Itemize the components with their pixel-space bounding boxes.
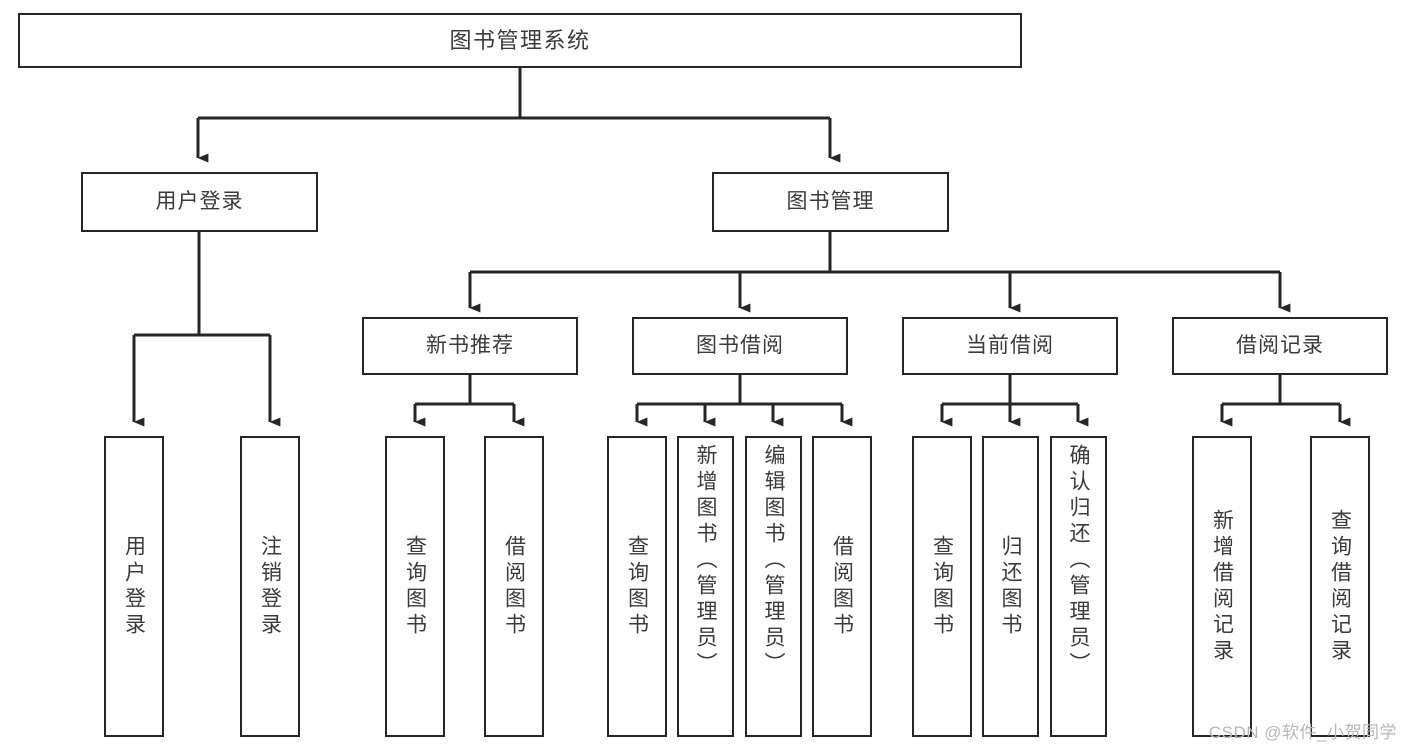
node-label: 图书管理系统 — [449, 27, 591, 53]
node-label: 借阅图书 — [830, 534, 854, 639]
node-leaf-logout[interactable]: 注销登录 — [240, 436, 300, 737]
node-leaf-user-login[interactable]: 用户登录 — [104, 436, 164, 737]
node-leaf-query-book-borrow[interactable]: 查询图书 — [607, 436, 667, 737]
node-label: 图书借阅 — [696, 333, 784, 357]
node-label: 借阅记录 — [1236, 333, 1324, 357]
node-new-book-recommend[interactable]: 新书推荐 — [362, 317, 578, 375]
node-leaf-borrow-book-borrow[interactable]: 借阅图书 — [812, 436, 872, 737]
node-leaf-add-book-admin[interactable]: 新增图书（管理员） — [677, 436, 734, 737]
node-label: 图书管理 — [786, 189, 875, 213]
node-leaf-confirm-return-admin[interactable]: 确认归还（管理员） — [1050, 436, 1107, 737]
node-book-manage[interactable]: 图书管理 — [712, 172, 949, 232]
node-label: 查询借阅记录 — [1328, 508, 1352, 665]
node-label: 用户登录 — [122, 534, 146, 639]
node-current-borrow[interactable]: 当前借阅 — [902, 317, 1118, 375]
node-label: 新增借阅记录 — [1210, 508, 1234, 665]
watermark-text: CSDN @软件_小贺同学 — [1208, 723, 1397, 742]
node-label: 编辑图书（管理员） — [762, 444, 785, 678]
node-label: 查询图书 — [625, 534, 649, 639]
node-leaf-add-borrow-record[interactable]: 新增借阅记录 — [1192, 436, 1252, 737]
node-label: 归还图书 — [999, 534, 1022, 639]
node-label: 借阅图书 — [502, 534, 526, 639]
node-label: 注销登录 — [258, 534, 282, 639]
node-leaf-borrow-book-recommend[interactable]: 借阅图书 — [484, 436, 544, 737]
node-leaf-query-borrow-record[interactable]: 查询借阅记录 — [1310, 436, 1370, 737]
node-label: 查询图书 — [403, 534, 427, 639]
node-label: 用户登录 — [155, 189, 244, 213]
node-label: 新增图书（管理员） — [694, 444, 717, 678]
node-label: 当前借阅 — [966, 333, 1054, 357]
node-user-login[interactable]: 用户登录 — [81, 172, 318, 232]
node-root-book-management-system[interactable]: 图书管理系统 — [18, 13, 1022, 68]
node-leaf-edit-book-admin[interactable]: 编辑图书（管理员） — [745, 436, 802, 737]
node-label: 确认归还（管理员） — [1067, 444, 1090, 678]
node-leaf-query-book-recommend[interactable]: 查询图书 — [385, 436, 445, 737]
node-book-borrow[interactable]: 图书借阅 — [632, 317, 848, 375]
node-leaf-return-book[interactable]: 归还图书 — [982, 436, 1039, 737]
node-label: 新书推荐 — [426, 333, 514, 357]
node-label: 查询图书 — [930, 534, 954, 639]
node-borrow-record[interactable]: 借阅记录 — [1172, 317, 1388, 375]
node-leaf-query-book-current[interactable]: 查询图书 — [912, 436, 972, 737]
